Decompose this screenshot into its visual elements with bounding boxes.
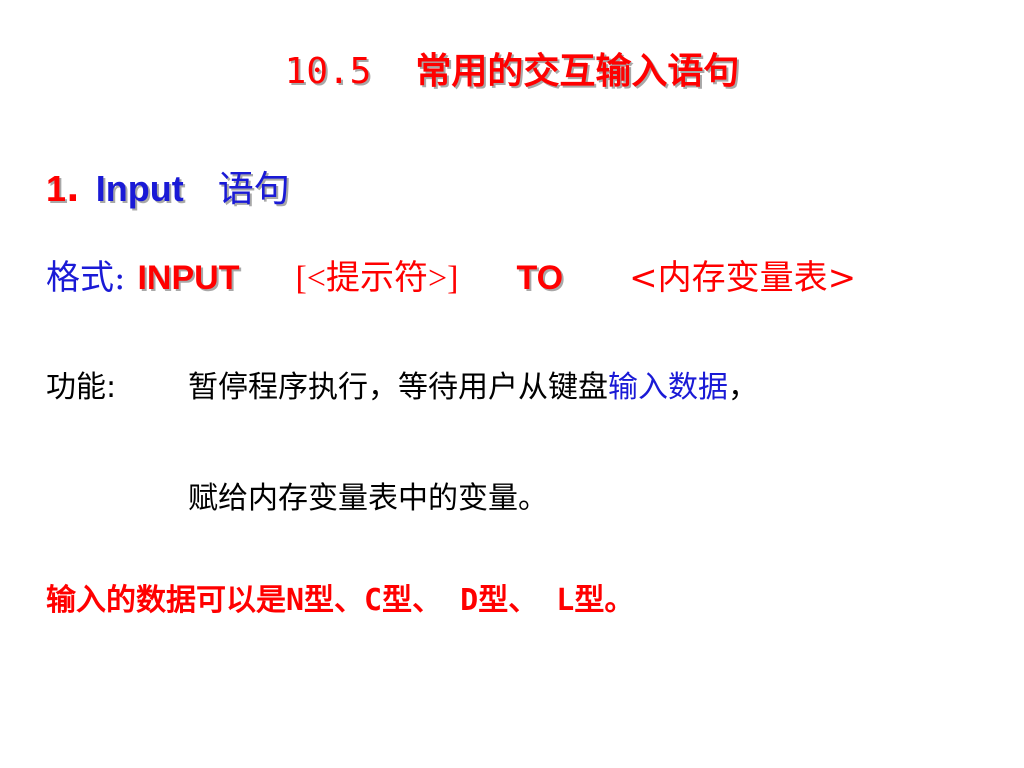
subheading-text: 语句 [217,169,290,210]
slide-title: 10.5 常用的交互输入语句 [0,42,1024,94]
format-command: INPUT [137,259,240,297]
format-vars: <内存变量表> [629,258,857,298]
function-text-before: 暂停程序执行，等待用户从键盘 [188,370,608,405]
subheading-number: 1 [46,168,67,209]
subheading: 1. Input 语句 [46,160,290,212]
format-label: 格式: [46,258,126,298]
function-highlight: 输入数据 [608,370,728,405]
format-line: 格式: INPUT [<提示符>] TO <内存变量表> [46,250,856,299]
function-label: 功能: [46,370,117,405]
section-number: 10.5 [284,51,372,92]
subheading-keyword: Input [95,168,184,209]
subheading-dot: . [66,169,80,210]
function-line-1: 暂停程序执行，等待用户从键盘输入数据， [188,362,758,406]
function-line-2: 赋给内存变量表中的变量。 [188,481,548,516]
function-text-after: ， [728,370,758,405]
data-type-note: 输入的数据可以是N型、C型、 D型、 L型。 [46,583,635,618]
format-to: TO [516,259,564,297]
format-prompt: [<提示符>] [295,260,459,297]
section-title: 常用的交互输入语句 [415,51,740,92]
